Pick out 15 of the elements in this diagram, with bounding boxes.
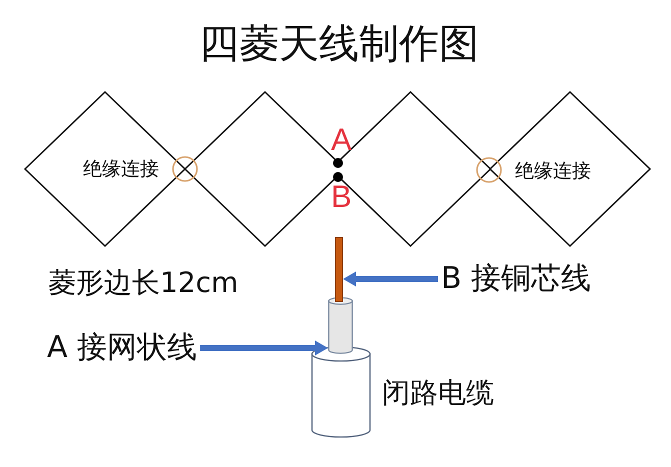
- diamond: [25, 92, 185, 246]
- part-label: 闭路电缆: [382, 379, 494, 407]
- node-label: 绝缘连接: [83, 160, 159, 179]
- point-label: A: [331, 124, 352, 155]
- point-label: B: [331, 181, 352, 212]
- node-label: 绝缘连接: [515, 162, 591, 181]
- title: 四菱天线制作图: [199, 24, 479, 64]
- callout-label: B 接铜芯线: [441, 264, 592, 294]
- copper-core: [335, 237, 343, 302]
- callout-label: A 接网状线: [47, 333, 198, 363]
- cylinder: [328, 297, 353, 354]
- diamond: [490, 92, 650, 246]
- arrow: [200, 340, 328, 356]
- dimension-note: 菱形边长12cm: [48, 269, 238, 297]
- arrow: [343, 272, 438, 286]
